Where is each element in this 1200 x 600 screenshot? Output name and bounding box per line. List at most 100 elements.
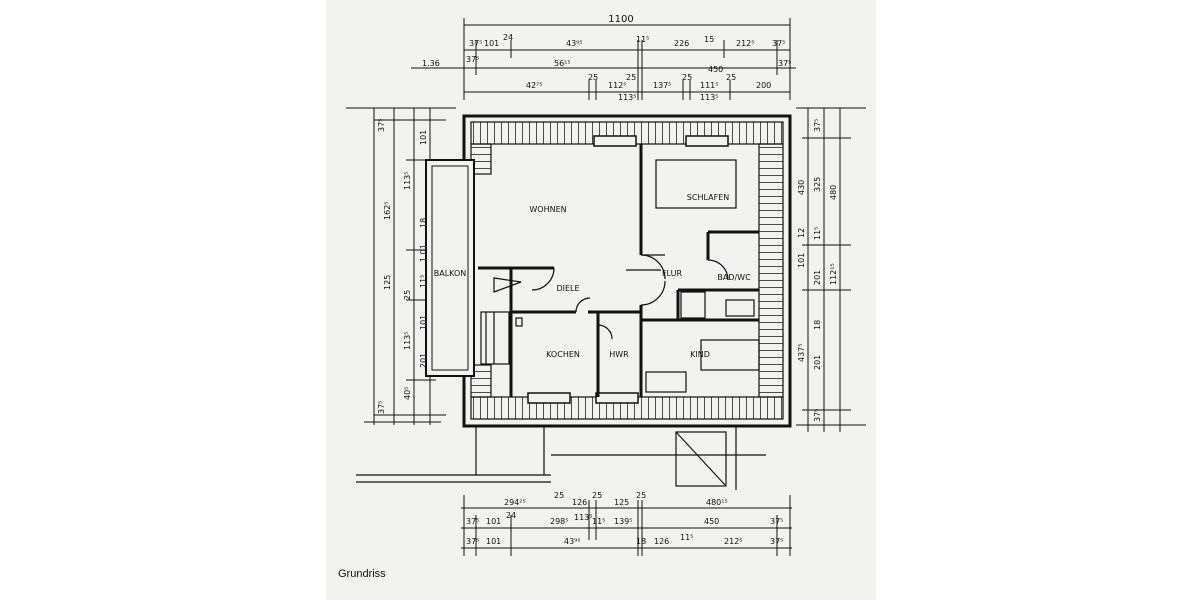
dim-bottom-3-1: 101 — [486, 537, 501, 546]
dim-right-10: 437⁵ — [797, 344, 806, 362]
dim-left-1: 162⁵ — [383, 202, 392, 220]
dim-bottom-3-2: 43⁹⁵ — [564, 537, 581, 546]
dim-top-3-10: 200 — [756, 81, 771, 90]
dim-top-1-7: 212⁵ — [736, 39, 754, 48]
room-label-balkon: BALKON — [434, 269, 467, 278]
dim-top-1-3: 43⁹⁵ — [566, 39, 583, 48]
dim-top-3-8: 25 — [726, 73, 736, 82]
dim-top-3-5: 137⁵ — [653, 81, 671, 90]
dim-right-4: 12 — [797, 228, 806, 238]
outer-wall — [462, 114, 792, 428]
dim-bottom-3-3: 18 — [636, 537, 646, 546]
dim-bottom-2-8: 37⁵ — [770, 517, 783, 526]
dim-left-5: 1.01 — [419, 244, 428, 262]
building-outline — [462, 114, 792, 428]
dim-top-2-1: 37⁵ — [466, 55, 479, 64]
room-label-bad: BAD/WC — [717, 273, 751, 282]
ground-projections — [356, 426, 766, 490]
dim-bottom-2-0: 37⁵ — [466, 517, 479, 526]
room-label-schlafen: SCHLAFEN — [687, 193, 729, 202]
room-labels: WOHNEN SCHLAFEN BALKON DIELE FLUR BAD/WC… — [434, 193, 751, 359]
dim-top-3-2: 112⁵ — [608, 81, 626, 90]
dim-bottom-3-6: 212⁵ — [724, 537, 742, 546]
dim-left-6: 25 — [403, 290, 412, 300]
dim-bottom-2-2: 24 — [506, 511, 516, 520]
dim-right-9: 112¹⁵ — [829, 263, 838, 285]
chimney-1 — [593, 135, 637, 147]
dim-top-1-5: 226 — [674, 39, 689, 48]
dim-right-8: 201 — [813, 270, 822, 285]
dim-left-7: 11⁵ — [419, 275, 428, 288]
dim-right-5: 101 — [797, 253, 806, 268]
dim-bottom-1-3: 25 — [592, 491, 602, 500]
chimney-4 — [595, 392, 639, 404]
dim-right-0: 37⁵ — [813, 119, 822, 132]
dim-left-3: 101 — [419, 130, 428, 145]
dim-top-3-6: 25 — [682, 73, 692, 82]
dim-top-1-8: 37⁵ — [772, 39, 785, 48]
dim-right-7: 18 — [813, 320, 822, 330]
dim-top-2-3: 450 — [708, 65, 723, 74]
dim-bottom-2-7: 450 — [704, 517, 719, 526]
dim-left-2: 113⁵ — [403, 172, 412, 190]
dim-left-4: 18 — [419, 218, 428, 228]
room-label-wohnen: WOHNEN — [529, 205, 566, 214]
chimney-2 — [685, 135, 729, 147]
dim-right-3: 480 — [829, 185, 838, 200]
dim-bottom-1-5: 25 — [636, 491, 646, 500]
dim-top-3-4: 113⁵ — [618, 93, 636, 102]
dim-left-11: 125 — [383, 275, 392, 290]
right-dimension-labels: 37⁵ 430 325 480 12 101 11⁵ 18 201 112¹⁵ … — [797, 119, 838, 422]
dim-right-1: 430 — [797, 180, 806, 195]
top-dimension-chains — [411, 18, 796, 100]
dim-top-1-4: 11⁵ — [636, 35, 649, 44]
dim-left-12: 40⁵ — [403, 387, 412, 400]
dim-left-10: 201 — [419, 353, 428, 368]
dim-top-3-0: 42⁷⁵ — [526, 81, 543, 90]
room-label-flur: FLUR — [662, 269, 683, 278]
door-swings — [531, 254, 729, 340]
balcony — [425, 159, 475, 377]
dim-top-1-6: 15 — [704, 35, 714, 44]
interior-walls — [478, 144, 759, 397]
dim-top-2-0: 1.36 — [422, 59, 440, 68]
roof-hatch-left-bottom — [470, 364, 492, 398]
dim-top-3-1: 25 — [588, 73, 598, 82]
dim-bottom-1-6: 480¹⁵ — [706, 498, 728, 507]
dim-top-2-4: 37⁵ — [778, 59, 791, 68]
caption-grundriss: Grundriss — [338, 568, 386, 580]
roof-hatch-right — [758, 143, 784, 398]
dim-right-6: 11⁵ — [813, 227, 822, 240]
room-label-hwr: HWR — [609, 350, 629, 359]
dim-bottom-1-1: 25 — [554, 491, 564, 500]
fixtures — [493, 159, 760, 393]
top-dimension-labels: 1100 37⁵ 101 24 43⁹⁵ 11⁵ 226 15 212⁵ 37⁵… — [422, 14, 791, 102]
right-dimension-chains — [796, 107, 866, 432]
room-label-kind: KIND — [690, 350, 710, 359]
bottom-dimension-labels: 294²⁵ 25 126 25 125 25 480¹⁵ 37⁵ 101 24 … — [466, 491, 783, 546]
dim-left-9: 113⁵ — [403, 332, 412, 350]
left-dimension-labels: 37⁵ 162⁵ 113⁵ 101 18 1.01 25 11⁵ 101 113… — [377, 119, 428, 414]
dim-left-0: 37⁵ — [377, 119, 386, 132]
dim-bottom-2-1: 101 — [486, 517, 501, 526]
dim-bottom-3-7: 37⁵ — [770, 537, 783, 546]
dim-right-11: 201 — [813, 355, 822, 370]
floor-plan-sheet: 1100 37⁵ 101 24 43⁹⁵ 11⁵ 226 15 212⁵ 37⁵… — [326, 0, 876, 600]
dim-bottom-3-5: 11⁵ — [680, 533, 693, 542]
dim-top-3-7: 111⁵ — [700, 81, 718, 90]
dim-bottom-1-2: 126 — [572, 498, 587, 507]
dim-top-3-9: 113⁵ — [700, 93, 718, 102]
dim-left-13: 37⁵ — [377, 401, 386, 414]
dim-bottom-1-0: 294²⁵ — [504, 498, 526, 507]
dim-bottom-3-4: 126 — [654, 537, 669, 546]
dim-right-2: 325 — [813, 177, 822, 192]
floor-plan-drawing: 1100 37⁵ 101 24 43⁹⁵ 11⁵ 226 15 212⁵ 37⁵… — [346, 14, 866, 556]
dim-right-12: 37⁵ — [813, 409, 822, 422]
dim-top-3-3: 25 — [626, 73, 636, 82]
dim-bottom-2-4: 113⁵ — [574, 513, 592, 522]
dim-left-8: 101 — [419, 315, 428, 330]
stair-shaft — [480, 311, 510, 365]
chimney-3 — [527, 392, 571, 404]
dim-top-2-2: 56¹⁵ — [554, 59, 571, 68]
dim-bottom-2-5: 11⁵ — [592, 517, 605, 526]
